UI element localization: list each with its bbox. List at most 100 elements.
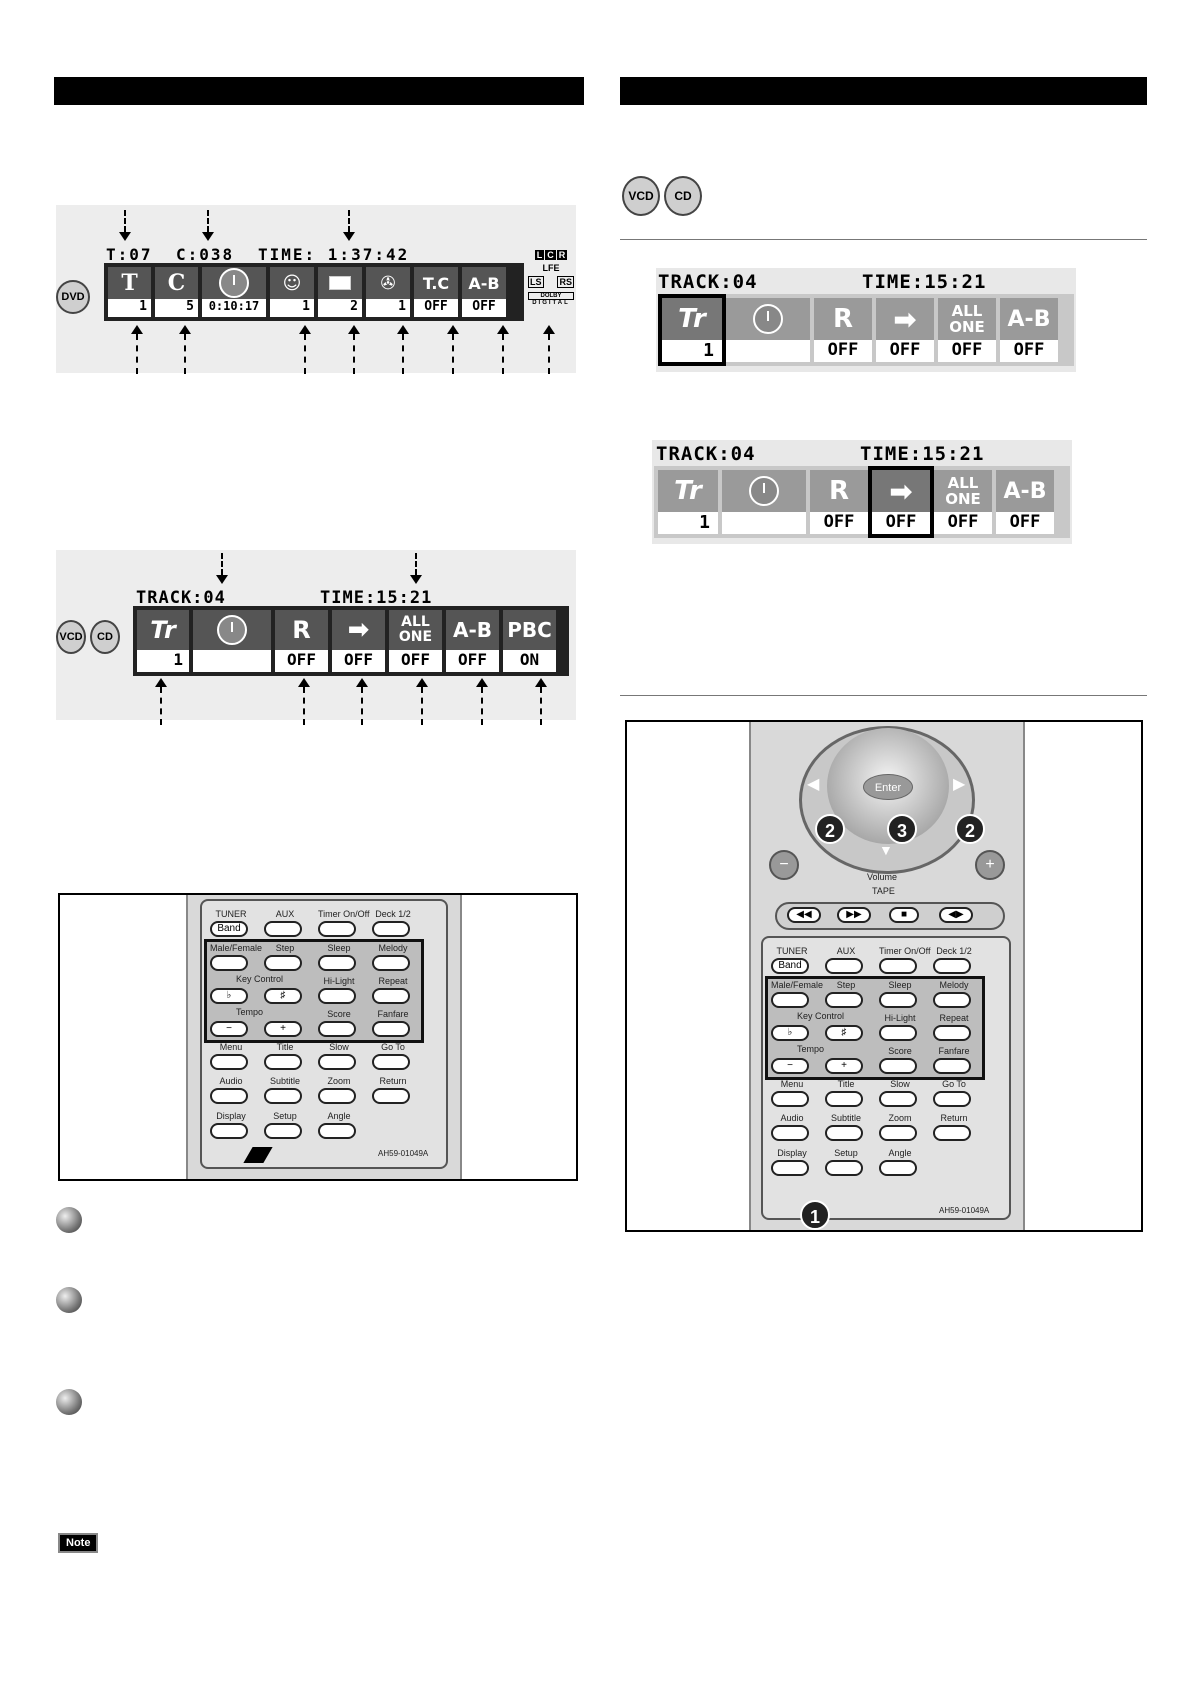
plus-button[interactable]: + bbox=[264, 1021, 302, 1037]
subtitle-button[interactable] bbox=[825, 1125, 863, 1141]
timer-button[interactable] bbox=[318, 921, 356, 937]
repeat-button[interactable] bbox=[372, 988, 410, 1004]
repeat-button[interactable] bbox=[933, 1025, 971, 1041]
arrow-cell-selected: ➡OFF bbox=[868, 466, 934, 538]
pointer-arrow bbox=[535, 678, 547, 687]
male-female-button[interactable] bbox=[771, 992, 809, 1008]
arrow-icon: ➡ bbox=[332, 610, 385, 650]
pointer-line bbox=[353, 334, 355, 374]
subtitle-label: Subtitle bbox=[830, 1113, 862, 1123]
band-button[interactable]: Band bbox=[210, 921, 248, 937]
ab-value: OFF bbox=[996, 512, 1054, 532]
pointer-arrow bbox=[447, 325, 459, 334]
pointer-line bbox=[136, 334, 138, 374]
goto-label: Go To bbox=[381, 1042, 405, 1052]
minus-button[interactable]: − bbox=[210, 1021, 248, 1037]
title-button[interactable] bbox=[825, 1091, 863, 1107]
setup-button[interactable] bbox=[264, 1123, 302, 1139]
zoom-button[interactable] bbox=[318, 1088, 356, 1104]
pointer-arrow bbox=[397, 325, 409, 334]
right-section-bar bbox=[620, 77, 1147, 105]
return-button[interactable] bbox=[372, 1088, 410, 1104]
pointer-line bbox=[481, 687, 483, 725]
display-button[interactable] bbox=[771, 1160, 809, 1176]
sleep-button[interactable] bbox=[879, 992, 917, 1008]
camera-icon: ✇ bbox=[366, 267, 410, 299]
slow-button[interactable] bbox=[318, 1054, 356, 1070]
fanfare-label: Fanfare bbox=[377, 1009, 409, 1019]
audio-button[interactable] bbox=[210, 1088, 248, 1104]
melody-button[interactable] bbox=[372, 955, 410, 971]
pointer-arrow bbox=[155, 678, 167, 687]
fanfare-label: Fanfare bbox=[938, 1046, 970, 1056]
goto-button[interactable] bbox=[372, 1054, 410, 1070]
plus-button[interactable]: + bbox=[825, 1058, 863, 1074]
pointer-arrow bbox=[179, 325, 191, 334]
ab-value: OFF bbox=[1000, 340, 1058, 360]
dvd-chapter: C:038 bbox=[176, 245, 235, 264]
zoom-button[interactable] bbox=[879, 1125, 917, 1141]
slow-label: Slow bbox=[329, 1042, 349, 1052]
step-label: Step bbox=[275, 943, 295, 953]
track-icon: Tr bbox=[137, 610, 189, 650]
timer-button[interactable] bbox=[879, 958, 917, 974]
sharp-button[interactable]: ♯ bbox=[825, 1025, 863, 1041]
speaker-lfe: LFE bbox=[542, 263, 560, 273]
aux-label: AUX bbox=[275, 909, 295, 919]
sleep-button[interactable] bbox=[318, 955, 356, 971]
male-female-button[interactable] bbox=[210, 955, 248, 971]
track-value: 1 bbox=[662, 340, 722, 361]
menu-button[interactable] bbox=[210, 1054, 248, 1070]
audio-button[interactable] bbox=[771, 1125, 809, 1141]
hi-light-button[interactable] bbox=[318, 988, 356, 1004]
setup-button[interactable] bbox=[825, 1160, 863, 1176]
score-button[interactable] bbox=[879, 1058, 917, 1074]
time-cell: 0:10:17 bbox=[202, 267, 266, 317]
fanfare-button[interactable] bbox=[933, 1058, 971, 1074]
flat-button[interactable]: ♭ bbox=[210, 988, 248, 1004]
speaker-l: L bbox=[534, 250, 545, 260]
step-button[interactable] bbox=[825, 992, 863, 1008]
subtitle-icon bbox=[318, 267, 362, 299]
return-button[interactable] bbox=[933, 1125, 971, 1141]
flat-button[interactable]: ♭ bbox=[771, 1025, 809, 1041]
pointer-arrow bbox=[298, 678, 310, 687]
ab-value: OFF bbox=[462, 299, 506, 314]
aux-button[interactable] bbox=[825, 958, 863, 974]
pbc-icon: PBC bbox=[503, 610, 556, 650]
band-button[interactable]: Band bbox=[771, 958, 809, 974]
display-button[interactable] bbox=[210, 1123, 248, 1139]
down-arrow-icon: ▼ bbox=[879, 842, 893, 858]
digital-label: DIGITAL bbox=[532, 300, 570, 306]
model-number: AH59-01049A bbox=[378, 1149, 429, 1158]
osd2-track: TRACK:04 bbox=[656, 443, 756, 465]
right-arrow-icon: ▶ bbox=[953, 776, 966, 793]
return-label: Return bbox=[940, 1113, 968, 1123]
dvd-time: TIME: 1:37:42 bbox=[258, 245, 410, 264]
step-button[interactable] bbox=[264, 955, 302, 971]
enter-label: Enter bbox=[863, 774, 913, 800]
slow-button[interactable] bbox=[879, 1091, 917, 1107]
volume-minus-button: − bbox=[769, 850, 799, 880]
angle-button[interactable] bbox=[318, 1123, 356, 1139]
goto-button[interactable] bbox=[933, 1091, 971, 1107]
aux-button[interactable] bbox=[264, 921, 302, 937]
minus-button[interactable]: − bbox=[771, 1058, 809, 1074]
subtitle-button[interactable] bbox=[264, 1088, 302, 1104]
melody-button[interactable] bbox=[933, 992, 971, 1008]
display-label: Display bbox=[216, 1111, 246, 1121]
hi-light-button[interactable] bbox=[879, 1025, 917, 1041]
title-button[interactable] bbox=[264, 1054, 302, 1070]
audio-cell: ☺1 bbox=[270, 267, 314, 317]
score-button[interactable] bbox=[318, 1021, 356, 1037]
deck-button[interactable] bbox=[372, 921, 410, 937]
fanfare-button[interactable] bbox=[372, 1021, 410, 1037]
deck-button[interactable] bbox=[933, 958, 971, 974]
sharp-button[interactable]: ♯ bbox=[264, 988, 302, 1004]
menu-button[interactable] bbox=[771, 1091, 809, 1107]
angle-button[interactable] bbox=[879, 1160, 917, 1176]
